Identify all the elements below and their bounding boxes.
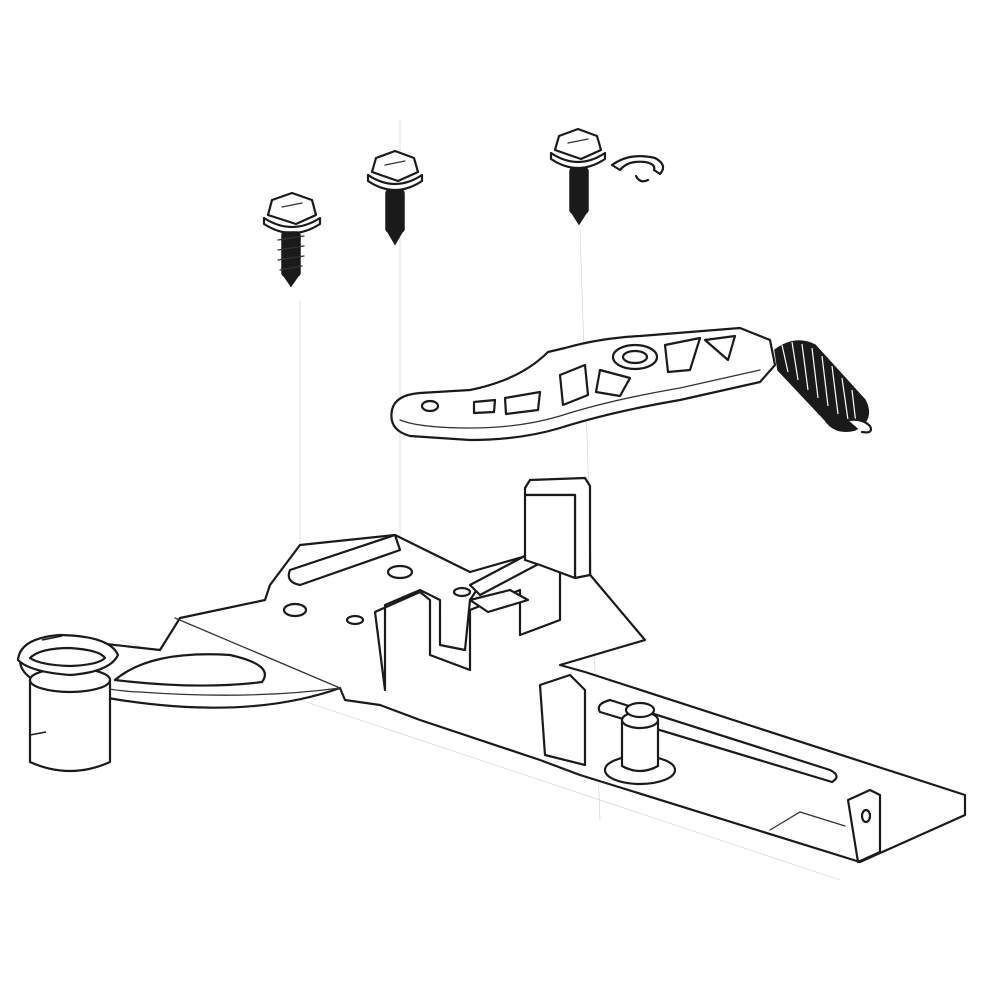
end-tab [846,788,882,864]
screw-2 [366,149,424,246]
bracket [523,476,592,767]
screw-1 [262,191,322,288]
lever-arm [390,326,777,442]
pivot-pin [603,701,677,786]
spring [774,340,873,434]
base-plate [18,533,967,864]
cylinder-post [28,666,112,773]
e-clip [610,155,665,183]
retaining-ring [16,633,120,677]
screw-3 [549,127,607,226]
